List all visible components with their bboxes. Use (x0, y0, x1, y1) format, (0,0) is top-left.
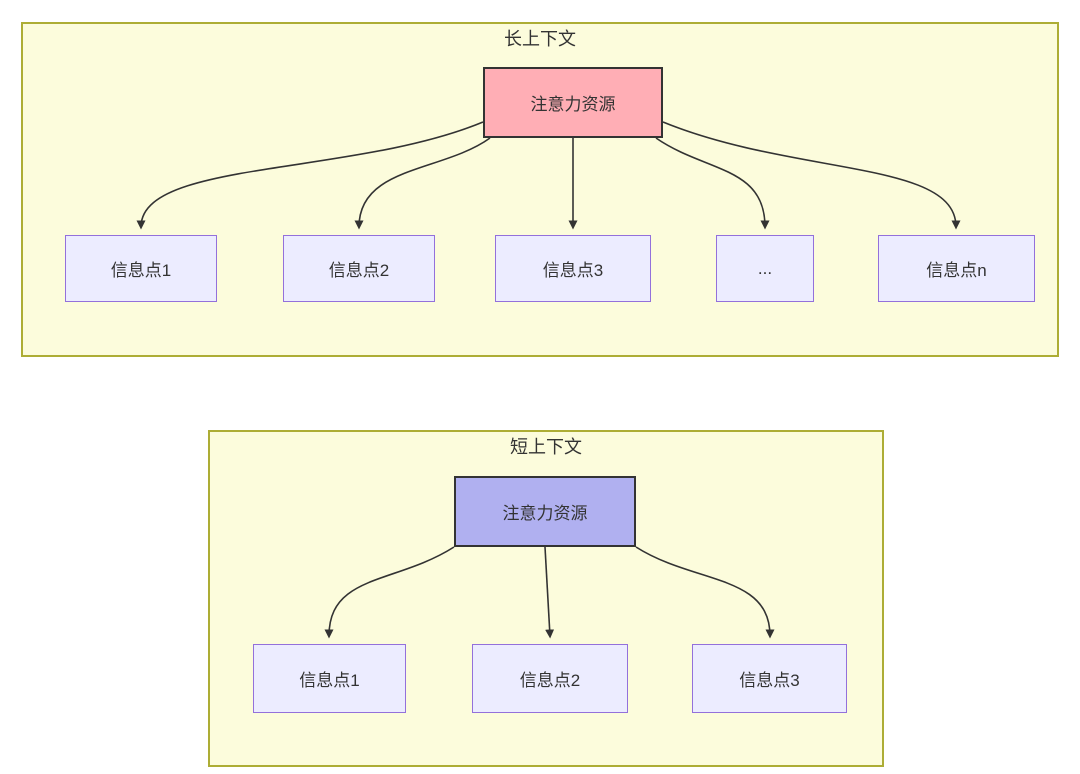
long-info-node-n-label: 信息点n (926, 261, 987, 280)
edge-arrow-to-info4 (655, 137, 770, 230)
short-info-node-1-label: 信息点1 (299, 671, 360, 690)
edge-arrow-to-info2 (354, 137, 491, 230)
edge-arrow-to-info5 (662, 121, 961, 230)
edge-arrow-to-info1 (136, 121, 484, 230)
long-info-node-3-label: 信息点3 (542, 261, 604, 280)
long-info-node-n: 信息点n (878, 235, 1035, 302)
short-context-title: 短上下文 (510, 437, 582, 457)
short-info-node-2-label: 信息点2 (519, 671, 581, 690)
long-info-node-2-label: 信息点2 (328, 261, 390, 280)
attention-node-short-label: 注意力资源 (502, 504, 588, 523)
long-info-node-2: 信息点2 (283, 235, 435, 302)
edge-arrow-to-info3 (635, 546, 775, 639)
short-info-node-1: 信息点1 (253, 644, 406, 713)
long-info-node-1-label: 信息点1 (110, 261, 172, 280)
long-context-title: 长上下文 (504, 29, 576, 49)
short-info-node-3: 信息点3 (692, 644, 847, 713)
long-info-node-1: 信息点1 (65, 235, 217, 302)
long-info-node-3: 信息点3 (495, 235, 651, 302)
edge-arrow-to-info1 (324, 546, 455, 639)
long-info-node-ellipsis-label: ... (757, 258, 773, 278)
edge-arrow-to-info2 (544, 546, 555, 639)
long-info-node-ellipsis: ... (716, 235, 814, 302)
attention-node-short: 注意力资源 (454, 476, 636, 547)
short-info-node-3-label: 信息点3 (739, 671, 800, 690)
long-context-group: 长上下文 注意力资源 信息点1 信息点2 信息点3 ... (21, 22, 1059, 357)
short-context-group: 短上下文 注意力资源 信息点1 信息点2 信息点3 (208, 430, 884, 767)
attention-node-long: 注意力资源 (483, 67, 663, 138)
attention-node-long-label: 注意力资源 (530, 95, 616, 114)
short-info-node-2: 信息点2 (472, 644, 628, 713)
